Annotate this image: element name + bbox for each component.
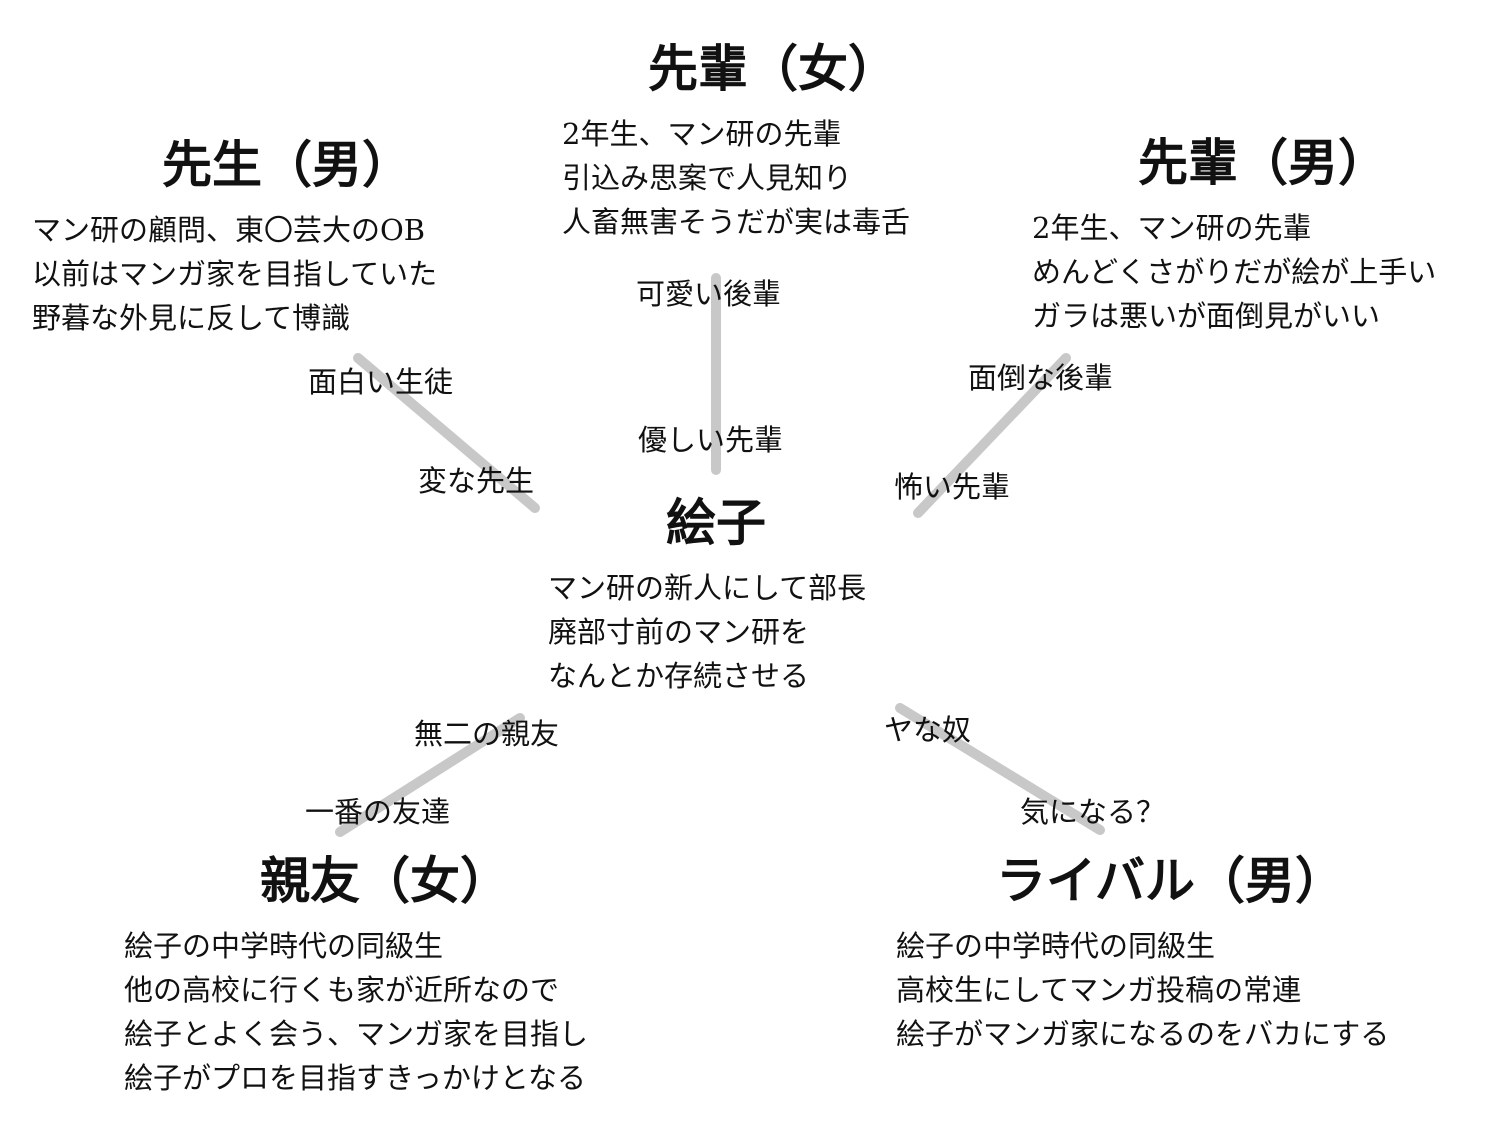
description-line: 絵子がプロを目指すきっかけとなる	[124, 1061, 586, 1095]
description-line: 廃部寸前のマン研を	[548, 615, 810, 649]
description-line: マン研の顧問、東〇芸大のOB	[32, 213, 426, 247]
node-senpai-female: 先輩（女） 2年生、マン研の先輩 引込み思案で人見知り 人畜無害そうだが実は毒舌	[562, 44, 910, 244]
description-line: 2年生、マン研の先輩	[562, 117, 842, 151]
edge-label-ya-na-yatsu: ヤな奴	[884, 713, 972, 747]
edge-label-mendou-na-kouhai: 面倒な後輩	[968, 361, 1114, 395]
description-line: 絵子の中学時代の同級生	[124, 929, 444, 963]
node-best-friend-female: 親友（女） 絵子の中学時代の同級生 他の高校に行くも家が近所なので 絵子とよく会…	[124, 856, 588, 1100]
connector-rival	[895, 703, 1105, 835]
node-title: 絵子	[666, 494, 766, 552]
description-line: ガラは悪いが面倒見がいい	[1032, 299, 1381, 333]
description-line: 引込み思案で人見知り	[562, 161, 853, 195]
edge-label-ki-ni-naru: 気になる？	[1020, 795, 1166, 829]
edge-label-yasashii-senpai: 優しい先輩	[638, 423, 784, 457]
description-line: めんどくさがりだが絵が上手い	[1032, 255, 1437, 289]
description-line: 絵子とよく会う、マンガ家を目指し	[124, 1017, 589, 1051]
node-description: マン研の顧問、東〇芸大のOB 以前はマンガ家を目指していた 野暮な外見に反して博…	[32, 208, 437, 340]
node-title: 先輩（女）	[648, 40, 898, 98]
node-teacher-male: 先生（男） マン研の顧問、東〇芸大のOB 以前はマンガ家を目指していた 野暮な外…	[32, 140, 437, 340]
edge-label-muni-no-shinyuu: 無二の親友	[414, 717, 560, 751]
node-rival-male: ライバル（男） 絵子の中学時代の同級生 高校生にしてマンガ投稿の常連 絵子がマン…	[896, 856, 1389, 1056]
connector-teacher	[353, 353, 540, 513]
node-description: 絵子の中学時代の同級生 高校生にしてマンガ投稿の常連 絵子がマンガ家になるのをバ…	[896, 924, 1389, 1056]
description-line: 絵子の中学時代の同級生	[896, 929, 1216, 963]
node-description: 2年生、マン研の先輩 引込み思案で人見知り 人畜無害そうだが実は毒舌	[562, 112, 910, 244]
description-line: 以前はマンガ家を目指していた	[32, 257, 438, 291]
description-line: 野暮な外見に反して博識	[32, 301, 351, 335]
description-line: 他の高校に行くも家が近所なので	[124, 973, 560, 1007]
node-center: 絵子 マン研の新人にして部長 廃部寸前のマン研を なんとか存続させる	[548, 498, 866, 698]
description-line: 人畜無害そうだが実は毒舌	[562, 205, 911, 239]
node-title: 親友（女）	[260, 852, 510, 910]
node-description: 絵子の中学時代の同級生 他の高校に行くも家が近所なので 絵子とよく会う、マンガ家…	[124, 924, 588, 1100]
edge-label-kawaii-kouhai: 可愛い後輩	[636, 277, 782, 311]
node-description: マン研の新人にして部長 廃部寸前のマン研を なんとか存続させる	[548, 566, 866, 698]
description-line: 高校生にしてマンガ投稿の常連	[896, 973, 1302, 1007]
edge-label-ichiban-no-tomodachi: 一番の友達	[305, 795, 451, 829]
edge-label-kowai-senpai: 怖い先輩	[894, 470, 1011, 504]
description-line: なんとか存続させる	[548, 659, 810, 693]
description-line: 絵子がマンガ家になるのをバカにする	[896, 1017, 1390, 1051]
node-description: 2年生、マン研の先輩 めんどくさがりだが絵が上手い ガラは悪いが面倒見がいい	[1032, 206, 1436, 338]
edge-label-hen-na-sensei: 変な先生	[418, 464, 535, 498]
connector-best-friend	[335, 713, 525, 837]
node-senpai-male: 先輩（男） 2年生、マン研の先輩 めんどくさがりだが絵が上手い ガラは悪いが面倒…	[1032, 138, 1436, 338]
node-title: 先輩（男）	[1138, 134, 1388, 192]
description-line: 2年生、マン研の先輩	[1032, 211, 1312, 245]
connector-senpai-male	[913, 353, 1071, 518]
node-title: ライバル（男）	[996, 852, 1345, 910]
description-line: マン研の新人にして部長	[548, 571, 867, 605]
edge-label-omoshiroi-seito: 面白い生徒	[308, 365, 454, 399]
node-title: 先生（男）	[162, 136, 412, 194]
